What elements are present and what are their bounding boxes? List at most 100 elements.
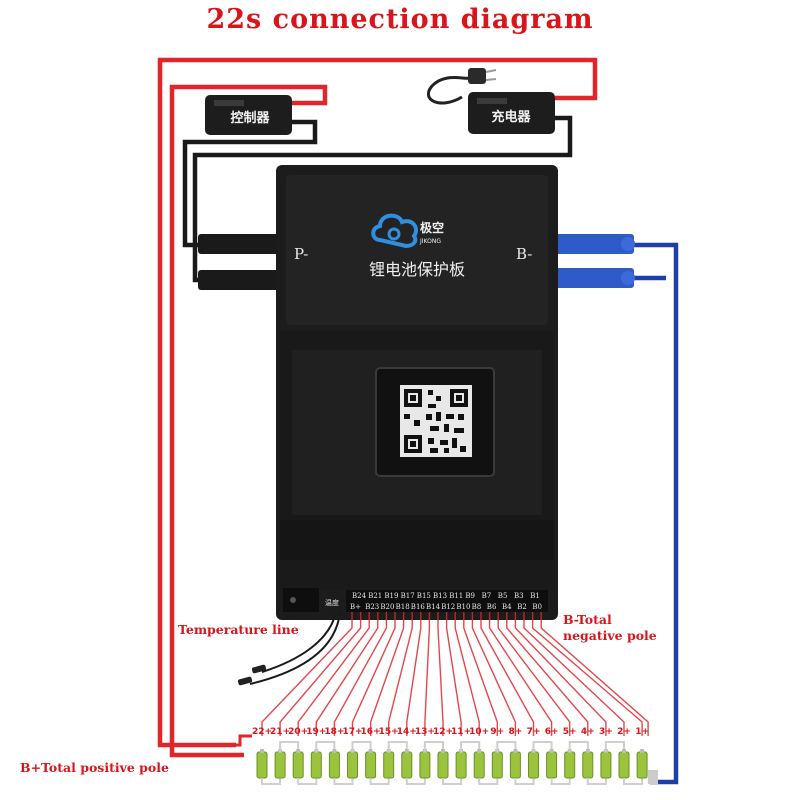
balance-wire [297,612,370,736]
battery-cell [564,749,576,779]
balance-wire [424,612,431,736]
battery-cell [328,749,340,779]
pin-label-top: B15 [417,592,431,600]
balance-wire [488,612,553,736]
b-total-negative-label-1: B-Total [563,612,612,627]
p-minus-cable-2 [198,270,280,290]
controller-box: 控制器 [205,95,292,135]
balance-wire [388,612,413,736]
cell-label: 12+ [433,727,453,737]
pin-label-bottom: B2 [517,603,527,611]
pin-label-bottom: B18 [396,603,410,611]
cell-label: 17+ [342,727,362,737]
pin-label-top: B3 [514,592,524,600]
pin-label-bottom: B23 [365,603,379,611]
charger-label: 充电器 [491,109,531,125]
battery-cell [383,749,395,779]
charger-plug-cord [426,76,471,105]
cell-label: 3+ [599,727,613,737]
pin-label-bottom: B16 [411,603,426,611]
cell-label: 14+ [397,727,417,737]
b-total-positive-label: B+Total positive pole [20,760,169,775]
battery-cell [292,749,304,779]
b-minus-cable-1 [552,234,634,254]
pin-label-top: B11 [449,592,463,600]
battery-cell [491,749,503,779]
pin-label-bottom: B+ [350,603,361,611]
battery-cell [509,749,521,779]
battery-cell [582,749,594,779]
p-minus-cable-1 [198,234,280,254]
cell-label: 8+ [508,727,522,737]
balance-wire [523,612,625,736]
temp-connector [283,588,319,612]
battery-cell [256,749,268,779]
pin-label-top: B1 [530,592,540,600]
pin-label-bottom: B12 [441,603,455,611]
balance-wire [497,612,571,736]
battery-cell [437,749,449,779]
temperature-probes [249,611,341,685]
pin-label-bottom: B20 [380,603,394,611]
balance-wire [261,612,353,736]
balance-connector [346,590,548,612]
temperature-line-label: Temperature line [178,622,299,637]
cell-label: 9+ [490,727,504,737]
cell-label: 7+ [527,727,541,737]
pin-label-top: B7 [482,592,492,600]
balance-wire [463,612,498,736]
balance-wire [471,612,517,736]
balance-wire [333,612,388,736]
battery-cell [274,749,286,779]
brand-cn: 极空 [420,220,444,235]
cell-label: 4+ [581,727,595,737]
cell-label: 16+ [361,727,381,737]
pin-label-top: B24 [352,592,367,600]
balance-wire [480,612,535,736]
balance-wire [454,612,480,736]
cell-label: 18+ [324,727,344,737]
balance-wire [514,612,607,736]
negative-wire [632,242,679,785]
controller-label: 控制器 [230,110,270,126]
pin-label-bottom: B4 [502,603,512,611]
cell-label: 20+ [288,727,308,737]
pin-label-top: B13 [433,592,447,600]
balance-wire [445,612,462,736]
cell-label: 15+ [379,727,399,737]
cell-label: 5+ [563,727,577,737]
controller-wire [182,119,318,248]
charger-box: 充电器 [468,92,555,134]
temp-port-label: 温度 [325,598,339,607]
battery-cell [546,749,558,779]
pin-label-bottom: B6 [487,603,497,611]
b-minus-label: B- [516,245,532,263]
battery-cell [419,749,431,779]
battery-cell [455,749,467,779]
diagram-title: 22s connection diagram [206,4,594,35]
p-minus-label: P- [294,245,308,263]
battery-cell [347,749,358,779]
cell-label: 10+ [469,727,489,737]
pin-label-top: B17 [401,592,415,600]
balance-wire [369,612,405,736]
battery-cell [365,749,377,779]
cell-label: 19+ [306,727,326,737]
charger-plug [468,68,486,84]
positive-wire-inner [169,84,328,758]
battery-cell [528,749,539,779]
b-total-negative-label-2: negative pole [563,628,657,643]
pin-label-top: B5 [498,592,508,600]
pin-label-bottom: B10 [456,603,470,611]
cell-label: 1+ [635,727,649,737]
charger-wire [192,115,573,283]
pin-label-bottom: B8 [472,603,482,611]
pin-label-top: B19 [384,592,398,600]
pin-label-bottom: B14 [426,603,441,611]
balance-wire [315,612,379,736]
pin-label-bottom: B0 [532,603,542,611]
cloud-logo-icon [371,213,419,249]
balance-wire [540,612,649,736]
